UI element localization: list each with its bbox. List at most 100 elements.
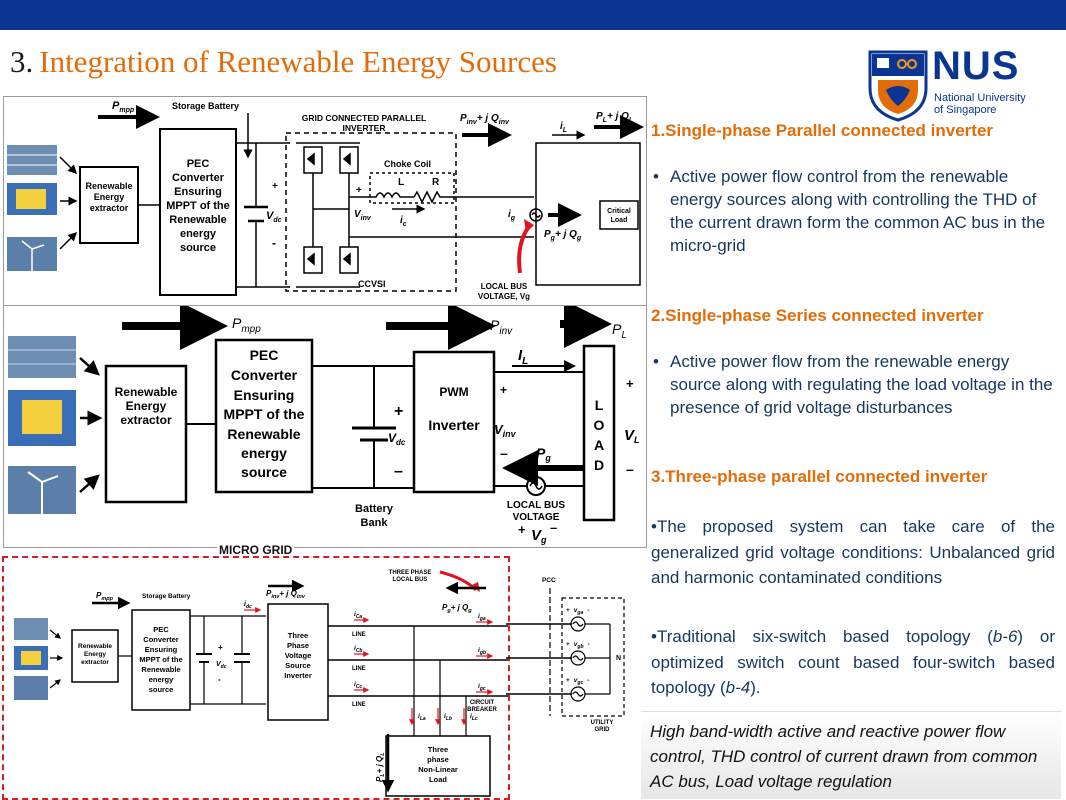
vdc3-minus: -: [218, 675, 221, 684]
extractor-text-1: Renewable: [85, 181, 132, 191]
pec-box-2: [214, 338, 314, 494]
heading-1: 1.Single-phase Parallel connected invert…: [651, 121, 994, 140]
storage-label-3: Storage Battery: [142, 593, 191, 600]
heading-3: 3.Three-phase parallel connected inverte…: [651, 467, 988, 486]
neutral-label: N: [616, 655, 621, 662]
pec-box-3: [131, 609, 191, 711]
pmpp-label: Pmpp: [112, 100, 135, 114]
vsi-text-2: Phase: [287, 641, 309, 650]
pec-text-2: Converter: [172, 172, 225, 184]
nus-crest-icon: [868, 50, 928, 122]
vg2-plus: +: [518, 522, 526, 537]
critical-text-2: Load: [611, 217, 628, 224]
vinv2-plus: +: [500, 383, 507, 397]
icc-label: iCc: [354, 681, 362, 690]
extractor3-text-3: extractor: [81, 659, 109, 666]
gcpi-text-1: GRID CONNECTED PARALLEL: [302, 113, 427, 123]
pec-text-3: Ensuring: [174, 186, 222, 198]
gcpi-text-2: INVERTER: [343, 123, 386, 133]
iga-label: iga: [478, 613, 486, 622]
vsi-text-1: Three: [288, 631, 308, 640]
breaker-text-1: CIRCUIT: [470, 700, 495, 706]
bus-text-1: LOCAL BUS: [481, 282, 528, 291]
extractor2-text-1: Renewable: [115, 385, 178, 399]
summary-box: High band-width active and reactive powe…: [641, 711, 1061, 799]
load3-text-3: Non-Linear: [418, 765, 458, 774]
inductor-label: L: [398, 177, 404, 188]
pg-label-3: Pg+ j Qg: [442, 603, 472, 614]
extractor-box-2: [104, 364, 188, 504]
vgb-label: +vgb-: [566, 641, 590, 650]
vinv-label: Vinv: [354, 209, 372, 222]
pec2-text-6: energy: [241, 445, 287, 461]
vl2-minus: –: [626, 461, 634, 477]
line-c-label: LINE: [352, 702, 366, 708]
pec3-text-6: energy: [149, 675, 174, 684]
pcc-label: PCC: [542, 577, 556, 584]
pec2-text-1: PEC: [250, 347, 279, 363]
pg-label-2: Pg: [536, 445, 551, 463]
bus-voltage-red-arrow: [517, 223, 532, 274]
extractor2-text-2: Energy: [126, 399, 167, 413]
idc-label: idc: [244, 601, 252, 610]
nonlinear-load-box: [385, 735, 491, 797]
extractor2-text-3: extractor: [120, 413, 172, 427]
pwm-label: PWM: [439, 385, 468, 399]
vl-label-2: VL: [624, 427, 640, 445]
pec3-text-7: source: [149, 685, 174, 694]
pec2-text-4: MPPT of the: [224, 406, 305, 422]
vsi-text-5: Inverter: [284, 671, 312, 680]
tp-bus-text-1: THREE PHASE: [389, 570, 432, 576]
bullet-3: •The proposed system can take care of th…: [651, 517, 1055, 587]
vl2-plus: +: [626, 376, 634, 391]
pmpp-label-2: Pmpp: [232, 315, 261, 335]
pinv-label-2: Pinv: [490, 317, 513, 337]
battery-text-2: Bank: [361, 517, 389, 529]
pl-label-2: PL: [612, 321, 627, 341]
pec2-text-5: Renewable: [227, 426, 300, 442]
extractor-text-2: Energy: [94, 192, 125, 202]
single-phase-parallel-diagram: Renewable Energy extractor PEC Converter…: [3, 96, 647, 306]
nus-logo: NUS National University of Singapore: [868, 44, 1030, 122]
il-label: iL: [560, 121, 567, 134]
ilb-label: iLb: [444, 713, 452, 722]
bus2-text-2: VOLTAGE: [513, 512, 560, 523]
vdc-label-3: Vdc: [216, 661, 227, 670]
vdc2-minus: –: [394, 463, 403, 480]
bullet-1: •Active power flow control from the rene…: [653, 167, 1046, 255]
vinv-label-2: Vinv: [494, 422, 517, 439]
pec2-text-7: source: [241, 464, 287, 480]
pinv-label-3: Pinv+ j Qinv: [266, 589, 306, 600]
load2-text-4: D: [594, 457, 604, 473]
pg-label: Pg+ j Qg: [544, 229, 582, 242]
bus-text-2: VOLTAGE, Vg: [478, 292, 530, 301]
vdc-label-2: Vdc: [388, 431, 406, 447]
load2-text-1: L: [595, 397, 604, 413]
extractor3-text-1: Renewable: [78, 643, 112, 650]
line-b-label: LINE: [352, 666, 366, 672]
utility-grid-diagram: PCC +vga- +vgb- +vgc- N UTILITY GRID: [506, 577, 625, 733]
igb-label: igb: [478, 647, 486, 656]
vinv2-minus: –: [500, 445, 508, 461]
pwm-inverter-box: [412, 350, 496, 494]
inverter-label: Inverter: [428, 417, 480, 433]
renewable-sources-icon-3: [14, 618, 48, 700]
heading-2: 2.Single-phase Series connected inverter: [651, 306, 984, 325]
bus2-text-1: LOCAL BUS: [507, 500, 565, 511]
load2-text-3: A: [594, 437, 604, 453]
pec-text-5: Renewable: [169, 214, 226, 226]
bus-ac-source-2: [526, 476, 546, 496]
vdc2-plus: +: [394, 403, 403, 420]
vinv-plus: +: [356, 185, 362, 196]
vdc-plus: +: [272, 181, 278, 192]
logo-abbr: NUS: [932, 44, 1020, 88]
load3-text-1: Three: [428, 745, 448, 754]
pec3-text-1: PEC: [153, 625, 169, 634]
slide-title: 3.Integration of Renewable Energy Source…: [10, 44, 557, 80]
utility-dashed-box: [561, 597, 625, 717]
load2-text-2: O: [594, 417, 605, 433]
breaker-text-2: BREAKER: [467, 707, 497, 713]
bus-ac-source: [529, 208, 543, 222]
pec3-text-3: Ensuring: [145, 645, 178, 654]
pec3-text-5: Renewable: [141, 665, 180, 674]
